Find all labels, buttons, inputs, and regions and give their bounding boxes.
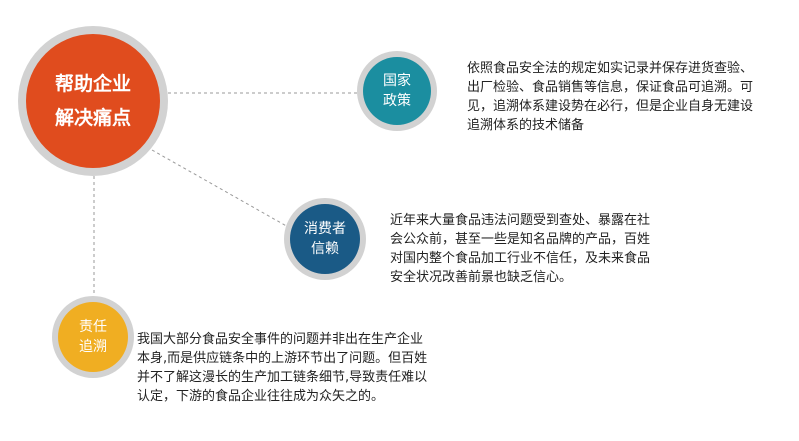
liability-tracing-description: 我国大部分食品安全事件的问题并非出在生产企业本身,而是供应链条中的上游环节出了问… [137, 332, 428, 404]
consumer-trust-description: 近年来大量食品违法问题受到查处、暴露在社会公众前，甚至一些是知名品牌的产品，百姓… [390, 213, 651, 285]
hub-title-line1: 帮助企业 [54, 73, 131, 95]
consumer-trust-node-label-line1: 消费者 [304, 221, 346, 237]
hub-title-line2: 解决痛点 [54, 107, 131, 129]
consumer-trust-node: 消费者 信赖 [290, 204, 360, 274]
liability-tracing-node-label-line1: 责任 [79, 319, 107, 335]
consumer-trust-node-label-line2: 信赖 [311, 241, 339, 257]
policy-node-label-line2: 政策 [383, 93, 411, 109]
policy-node-label-line1: 国家 [383, 73, 411, 89]
connector-hub-to-consumer [151, 149, 291, 229]
liability-tracing-node: 责任 追溯 [58, 302, 128, 372]
policy-node: 国家 政策 [363, 57, 431, 125]
policy-description: 依照食品安全法的规定如实记录并保存进货查验、出厂检验、食品销售等信息，保证食品可… [467, 61, 754, 133]
hub-circle: 帮助企业 解决痛点 [26, 34, 160, 168]
liability-tracing-node-label-line2: 追溯 [79, 339, 107, 355]
